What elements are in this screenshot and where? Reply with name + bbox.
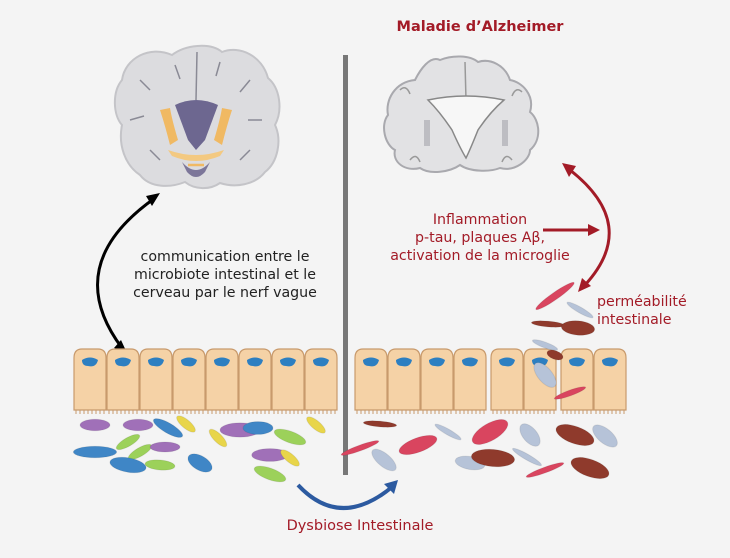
gut-cell (106, 348, 140, 414)
vagus-communication-label: communication entre le microbiote intest… (110, 248, 340, 303)
bacterium (79, 418, 111, 432)
bacterium (592, 424, 618, 448)
nucleus (499, 357, 515, 367)
bacterium (471, 419, 509, 445)
bacterium (72, 445, 118, 459)
bacterium (115, 433, 141, 451)
bacterium (208, 428, 228, 448)
nucleus (247, 357, 263, 367)
bacterium (533, 362, 557, 388)
center-divider (343, 55, 348, 475)
bacterium (253, 465, 287, 483)
bacterium (187, 453, 213, 473)
bacterium (144, 459, 176, 471)
bacterium (546, 349, 564, 361)
nucleus (396, 357, 412, 367)
gut-cell (238, 348, 272, 414)
bacterium (511, 447, 543, 467)
label-line: perméabilité (597, 294, 687, 310)
bacterium (531, 339, 559, 351)
microbiota (72, 281, 618, 483)
nucleus (429, 357, 445, 367)
bacterium (434, 423, 462, 441)
nucleus (115, 357, 131, 367)
bacterium (470, 448, 516, 468)
bacterium (122, 418, 154, 432)
bacterium (109, 456, 147, 474)
alzheimer-brain (383, 55, 540, 173)
bacterium (242, 421, 274, 435)
inflammation-arrows (543, 163, 611, 292)
nucleus (363, 357, 379, 367)
bacterium (566, 301, 594, 319)
label-line: p-tau, plaques Aβ, (415, 230, 545, 247)
gut-cell (73, 348, 107, 414)
bacterium (530, 320, 566, 328)
label-line: microbiote intestinal et le (134, 267, 316, 284)
gut-cell (304, 348, 338, 414)
bacterium (280, 449, 300, 467)
nucleus (148, 357, 164, 367)
bacterium (362, 420, 398, 428)
bacterium (570, 456, 610, 480)
dysbiosis-arrow (296, 480, 398, 510)
gut-cell (490, 348, 524, 414)
label-line: cerveau par le nerf vague (133, 285, 317, 302)
gut-cell (420, 348, 454, 414)
bacterium (176, 415, 196, 433)
nucleus (181, 357, 197, 367)
gut-cell (205, 348, 239, 414)
bacterium (535, 281, 575, 311)
bacterium (340, 440, 380, 456)
bacterium (555, 423, 595, 447)
nucleus (280, 357, 296, 367)
nucleus (569, 357, 585, 367)
gut-epithelium-left (73, 348, 338, 414)
gut-cell (271, 348, 305, 414)
dysbiosis-label: Dysbiose Intestinale (286, 518, 434, 534)
page-title: Maladie d’Alzheimer (396, 19, 564, 35)
bacterium (149, 441, 181, 453)
bacterium (525, 462, 565, 478)
nucleus (313, 357, 329, 367)
healthy-brain (113, 44, 281, 190)
nucleus (602, 357, 618, 367)
gut-cell (560, 348, 594, 414)
gut-cell (387, 348, 421, 414)
gut-cell (139, 348, 173, 414)
inflammation-label: Inflammation p-tau, plaques Aβ, activati… (365, 211, 595, 266)
bacterium (553, 386, 587, 400)
bacterium (306, 416, 326, 434)
gut-cell (593, 348, 627, 414)
bacterium (371, 448, 397, 472)
gut-epithelium-right (354, 348, 627, 414)
permeability-label: perméabilité intestinale (597, 293, 687, 329)
nucleus (82, 357, 98, 367)
bacterium (398, 434, 438, 456)
bacterium (560, 320, 596, 336)
nucleus (214, 357, 230, 367)
label-line: Inflammation (432, 212, 528, 228)
label-line: activation de la microglie (390, 248, 570, 265)
bacterium (519, 423, 541, 447)
bacterium (152, 418, 184, 438)
bacterium (273, 428, 307, 446)
label-line: intestinale (597, 312, 672, 329)
gut-cell (453, 348, 487, 414)
nucleus (462, 357, 478, 367)
label-line: communication entre le (140, 249, 310, 265)
gut-cell (172, 348, 206, 414)
gut-cell (354, 348, 388, 414)
